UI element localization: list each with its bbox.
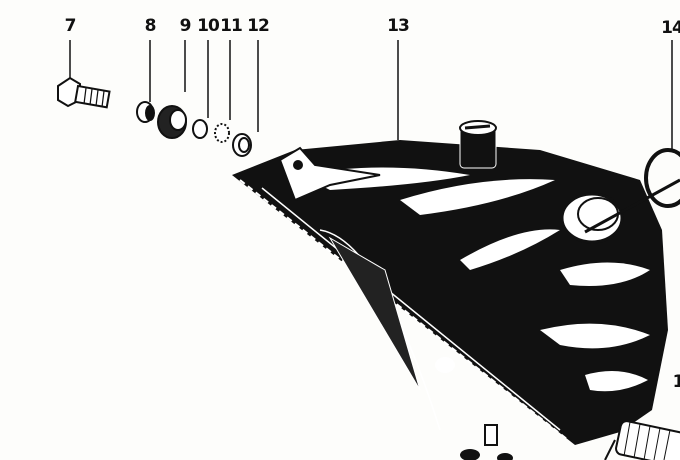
small-parts <box>136 101 252 157</box>
callout-8: 8 <box>144 16 157 36</box>
knurled-union <box>460 420 680 460</box>
callout-11: 11 <box>220 16 243 36</box>
leader-lines <box>69 40 673 150</box>
callout-10: 10 <box>197 16 220 36</box>
callout-partial: 1 <box>672 372 680 392</box>
callout-12: 12 <box>247 16 270 36</box>
callout-14: 14 <box>661 18 680 38</box>
callout-7: 7 <box>64 16 77 36</box>
callout-13: 13 <box>387 16 410 36</box>
seal-ring <box>644 148 680 208</box>
callout-9: 9 <box>179 16 192 36</box>
banjo-bolt <box>57 76 111 109</box>
oil-tank <box>232 120 680 445</box>
